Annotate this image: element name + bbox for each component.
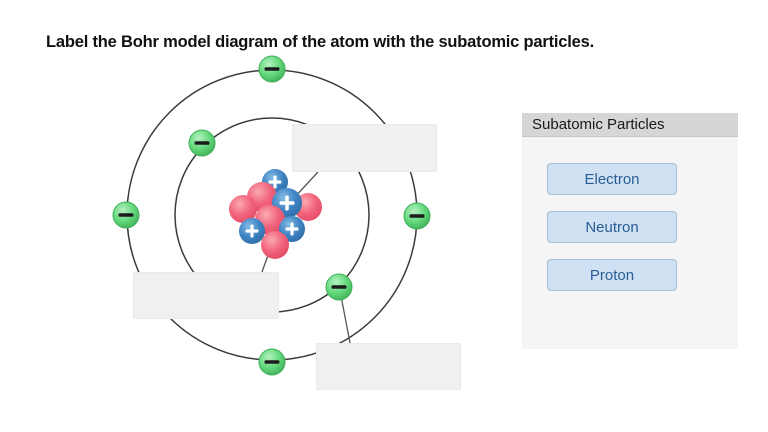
label-drop-zone-proton[interactable] <box>292 124 437 172</box>
neutron-sphere <box>229 195 257 223</box>
minus-icon <box>409 214 425 218</box>
minus-icon <box>118 213 134 217</box>
electron-sphere <box>188 129 216 157</box>
electron-sphere <box>325 273 353 301</box>
nucleus <box>229 169 322 259</box>
leader-line-to-electron <box>340 295 351 344</box>
electron-chip[interactable]: Electron <box>547 163 677 195</box>
proton-chip[interactable]: Proton <box>547 259 677 291</box>
plus-icon <box>285 222 299 236</box>
neutron-chip[interactable]: Neutron <box>547 211 677 243</box>
plus-icon <box>279 195 295 211</box>
plus-icon <box>268 175 282 189</box>
label-drop-zone-electron[interactable] <box>316 343 461 390</box>
electron-sphere <box>258 55 286 83</box>
panel-header: Subatomic Particles <box>522 113 738 137</box>
page-title: Label the Bohr model diagram of the atom… <box>46 33 594 51</box>
subatomic-particles-panel: Subatomic Particles Electron Neutron Pro… <box>522 113 738 349</box>
minus-icon <box>264 67 280 71</box>
minus-icon <box>331 285 347 289</box>
electron-sphere <box>258 348 286 376</box>
electron-sphere <box>403 202 431 230</box>
minus-icon <box>194 141 210 145</box>
minus-icon <box>264 360 280 364</box>
label-drop-zone-neutron[interactable] <box>133 272 279 319</box>
neutron-sphere <box>261 231 289 259</box>
plus-icon <box>245 224 259 238</box>
electrons <box>112 55 431 376</box>
particle-chip-list: Electron Neutron Proton <box>547 163 677 291</box>
electron-sphere <box>112 201 140 229</box>
